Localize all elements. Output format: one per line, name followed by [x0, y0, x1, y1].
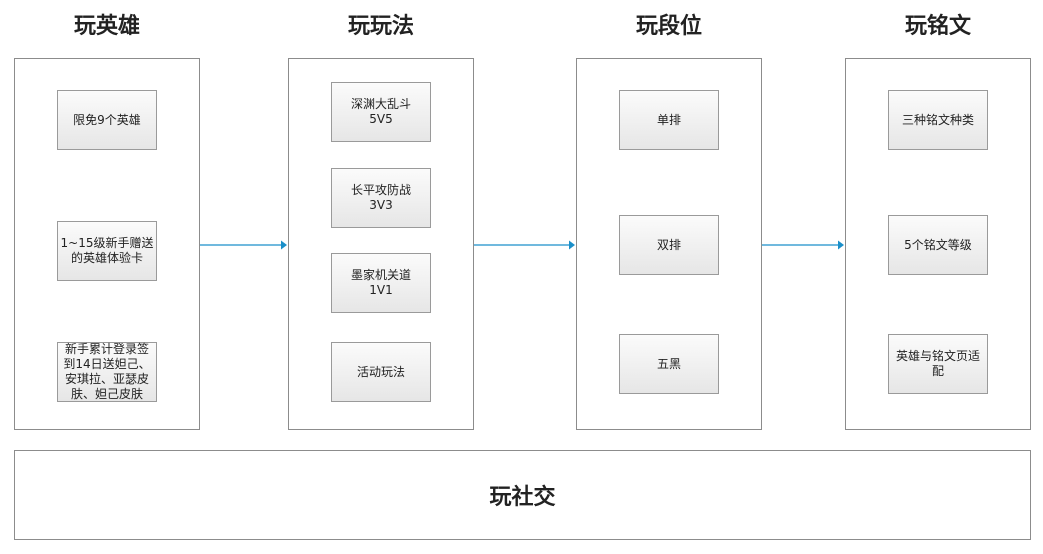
rank-item-five: 五黑: [619, 334, 719, 394]
arrow-head: [281, 240, 287, 250]
column-title-rank: 玩段位: [635, 14, 702, 39]
mode-item-abyss: 深渊大乱斗 5V5: [331, 82, 431, 142]
column-title-inscription: 玩铭文: [904, 14, 971, 39]
arrow-head: [569, 240, 575, 250]
arrow-modes-to-rank: [474, 240, 575, 250]
column-inscription: 三种铭文种类 5个铭文等级 英雄与铭文页适 配: [845, 58, 1031, 430]
inscription-item-levels: 5个铭文等级: [888, 215, 988, 275]
hero-item-free-heroes: 限免9个英雄: [57, 90, 157, 150]
column-modes: 深渊大乱斗 5V5 长平攻防战 3V3 墨家机关道 1V1 活动玩法: [288, 58, 474, 430]
mode-item-events: 活动玩法: [331, 342, 431, 402]
column-title-modes: 玩玩法: [347, 14, 414, 39]
inscription-item-hero-match: 英雄与铭文页适 配: [888, 334, 988, 394]
hero-item-login-rewards: 新手累计登录签 到14日送妲己、 安琪拉、亚瑟皮 肤、妲己皮肤: [57, 342, 157, 402]
mode-item-mohist: 墨家机关道 1V1: [331, 253, 431, 313]
rank-item-solo: 单排: [619, 90, 719, 150]
arrow-head: [838, 240, 844, 250]
inscription-item-types: 三种铭文种类: [888, 90, 988, 150]
social-label: 玩社交: [489, 485, 556, 510]
hero-item-trial-cards: 1~15级新手赠送 的英雄体验卡: [57, 221, 157, 281]
mode-item-changping: 长平攻防战 3V3: [331, 168, 431, 228]
rank-item-duo: 双排: [619, 215, 719, 275]
column-rank: 单排 双排 五黑: [576, 58, 762, 430]
column-title-hero: 玩英雄: [73, 14, 140, 39]
social-box: 玩社交: [14, 450, 1031, 540]
column-hero: 限免9个英雄 1~15级新手赠送 的英雄体验卡 新手累计登录签 到14日送妲己、…: [14, 58, 200, 430]
arrow-hero-to-modes: [200, 240, 287, 250]
arrow-rank-to-inscription: [762, 240, 844, 250]
